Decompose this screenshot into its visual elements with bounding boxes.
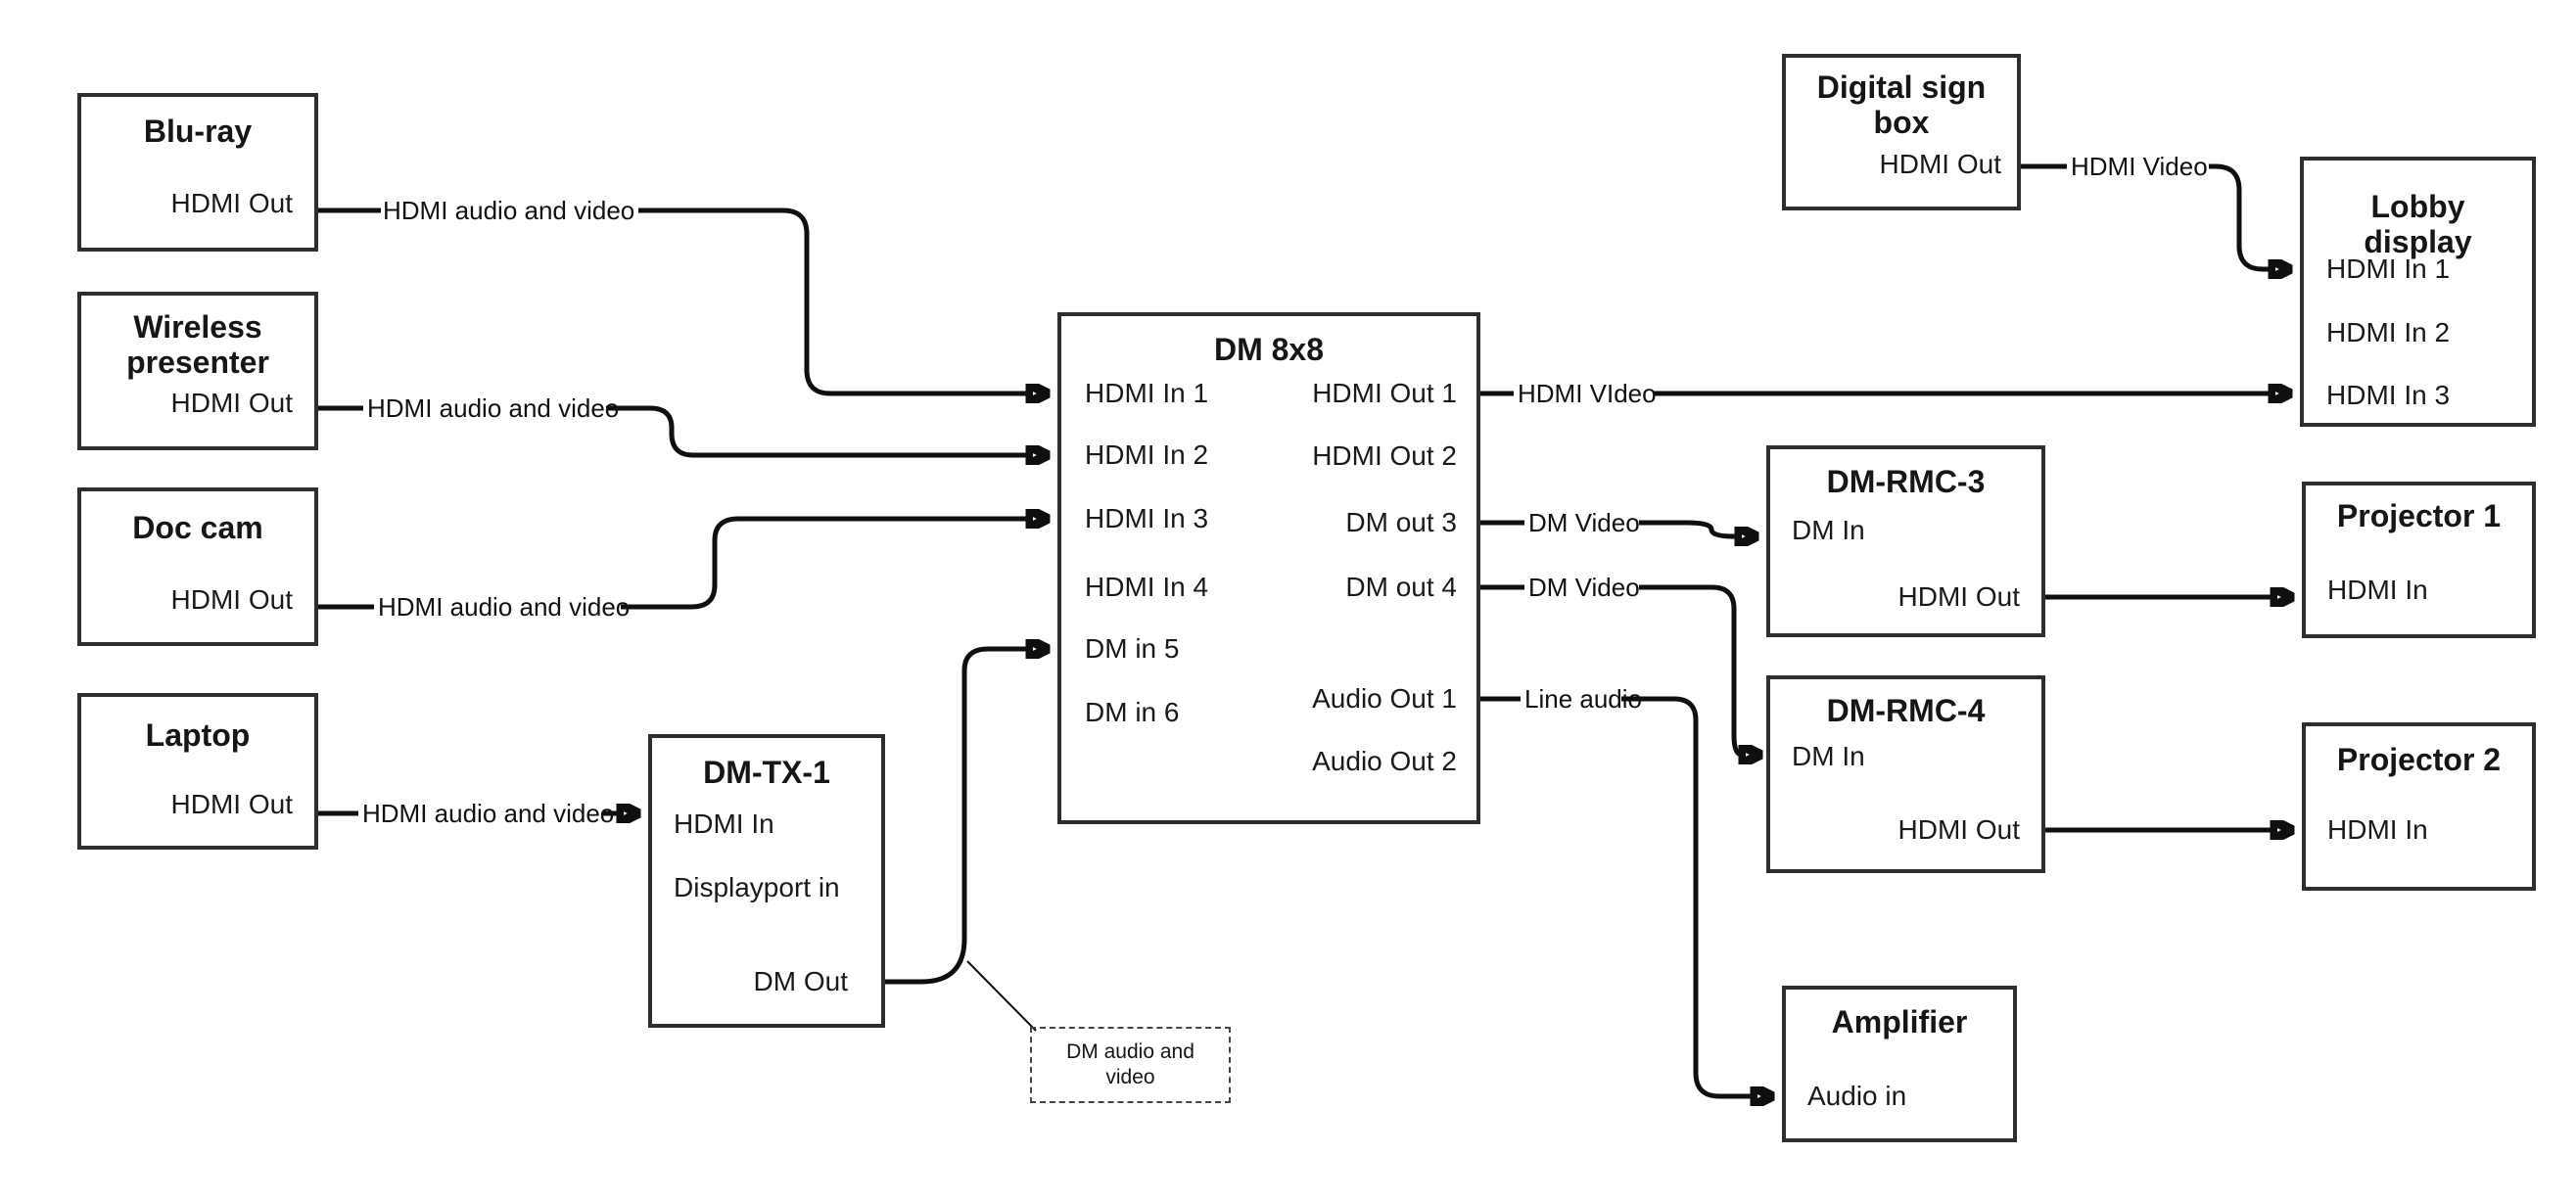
device-title: Lobby display	[2364, 189, 2472, 259]
port-dm-out-4: DM out 4	[1345, 572, 1457, 602]
port-hdmi-in-1: HDMI In 1	[1085, 378, 1209, 408]
note-leader-line	[966, 960, 1037, 1032]
port-hdmi-in-3: HDMI In 3	[2326, 380, 2451, 410]
port-hdmi-in-2: HDMI In 2	[1085, 439, 1209, 470]
port-hdmi-in-3: HDMI In 3	[1085, 503, 1209, 533]
connector-wireless-to-dm8x8-in2	[606, 405, 1030, 455]
port-hdmi-in: HDMI In	[674, 808, 774, 839]
connector-label-hdmi-video-typo: HDMI VIdeo	[1518, 379, 1657, 408]
connector-label-hdmi-av-bluray: HDMI audio and video	[383, 196, 635, 225]
device-box-projector-1: Projector 1 HDMI In	[2302, 482, 2536, 638]
connector-bluray-to-dm8x8-in1	[638, 208, 1030, 393]
port-hdmi-out: HDMI Out	[1879, 149, 2001, 179]
port-hdmi-out: HDMI Out	[1897, 581, 2020, 612]
device-title: DM 8x8	[1213, 332, 1325, 367]
device-title: Projector 1	[2336, 498, 2502, 533]
connector-label-dm-video-out3: DM Video	[1528, 508, 1640, 537]
port-displayport-in: Displayport in	[674, 872, 840, 902]
device-title: Blu-ray	[143, 114, 253, 149]
connector-signbox-to-lobby-in1	[2209, 163, 2272, 269]
device-box-dm-8x8: DM 8x8 HDMI In 1 HDMI In 2 HDMI In 3 HDM…	[1057, 312, 1480, 824]
device-title: DM-RMC-3	[1826, 464, 1986, 499]
port-dm-out-3: DM out 3	[1345, 507, 1457, 537]
device-box-projector-2: Projector 2 HDMI In	[2302, 722, 2536, 891]
port-hdmi-in: HDMI In	[2327, 575, 2428, 605]
port-hdmi-in: HDMI In	[2327, 814, 2428, 845]
device-title: Digital sign box	[1816, 69, 1987, 140]
device-title: DM-TX-1	[703, 755, 830, 790]
port-dm-in: DM In	[1792, 741, 1865, 771]
port-dm-in-5: DM in 5	[1085, 633, 1180, 664]
port-hdmi-in-2: HDMI In 2	[2326, 317, 2451, 347]
device-title: Wireless presenter	[126, 309, 269, 380]
connector-doccam-to-dm8x8-in3	[621, 519, 1030, 610]
port-dm-out: DM Out	[753, 966, 848, 996]
port-audio-out-1: Audio Out 1	[1312, 683, 1457, 714]
port-audio-in: Audio in	[1807, 1081, 1907, 1111]
device-box-amplifier: Amplifier Audio in	[1782, 986, 2017, 1142]
device-box-digital-sign-box: Digital sign box HDMI Out	[1782, 54, 2021, 210]
port-hdmi-in-4: HDMI In 4	[1085, 572, 1209, 602]
annotation-note-dm-audio-video: DM audio and video	[1030, 1027, 1231, 1103]
connector-label-hdmi-av-doccam: HDMI audio and video	[378, 592, 631, 622]
device-box-lobby-display: Lobby display HDMI In 1 HDMI In 2 HDMI I…	[2300, 157, 2536, 427]
connector-dm8x8-out3-to-rmc3	[1639, 520, 1739, 536]
device-box-wireless-presenter: Wireless presenter HDMI Out	[77, 292, 318, 450]
device-title: Doc cam	[132, 510, 263, 545]
connector-dmtx1-to-dm8x8-in5	[885, 649, 1030, 985]
port-audio-out-2: Audio Out 2	[1312, 746, 1457, 776]
port-hdmi-out: HDMI Out	[170, 188, 293, 218]
port-hdmi-out: HDMI Out	[1897, 814, 2020, 845]
port-hdmi-out: HDMI Out	[170, 789, 293, 819]
device-box-dm-rmc-4: DM-RMC-4 DM In HDMI Out	[1766, 675, 2045, 873]
device-box-dm-rmc-3: DM-RMC-3 DM In HDMI Out	[1766, 445, 2045, 637]
device-title: Amplifier	[1831, 1004, 1968, 1039]
device-box-dm-tx-1: DM-TX-1 HDMI In Displayport in DM Out	[648, 734, 885, 1028]
device-title: Laptop	[145, 717, 251, 753]
device-box-bluray: Blu-ray HDMI Out	[77, 93, 318, 252]
connector-dm8x8-aout1-to-amp	[1621, 696, 1755, 1096]
port-hdmi-out: HDMI Out	[170, 388, 293, 418]
port-hdmi-out-1: HDMI Out 1	[1312, 378, 1457, 408]
connector-label-hdmi-av-laptop: HDMI audio and video	[362, 799, 615, 828]
device-title: Projector 2	[2336, 742, 2502, 777]
connector-label-hdmi-video: HDMI Video	[2071, 152, 2208, 181]
port-hdmi-out: HDMI Out	[170, 584, 293, 615]
device-box-laptop: Laptop HDMI Out	[77, 693, 318, 850]
connector-dm8x8-out4-to-rmc4	[1639, 584, 1743, 755]
port-hdmi-in-1: HDMI In 1	[2326, 254, 2451, 284]
connector-label-dm-video-out4: DM Video	[1528, 573, 1640, 602]
connector-label-hdmi-av-wireless: HDMI audio and video	[367, 393, 620, 423]
port-hdmi-out-2: HDMI Out 2	[1312, 440, 1457, 471]
connector-label-line-audio: Line audio	[1524, 684, 1642, 714]
port-dm-in-6: DM in 6	[1085, 697, 1180, 727]
port-dm-in: DM In	[1792, 515, 1865, 545]
device-title: DM-RMC-4	[1826, 693, 1986, 728]
device-box-doc-cam: Doc cam HDMI Out	[77, 487, 318, 646]
